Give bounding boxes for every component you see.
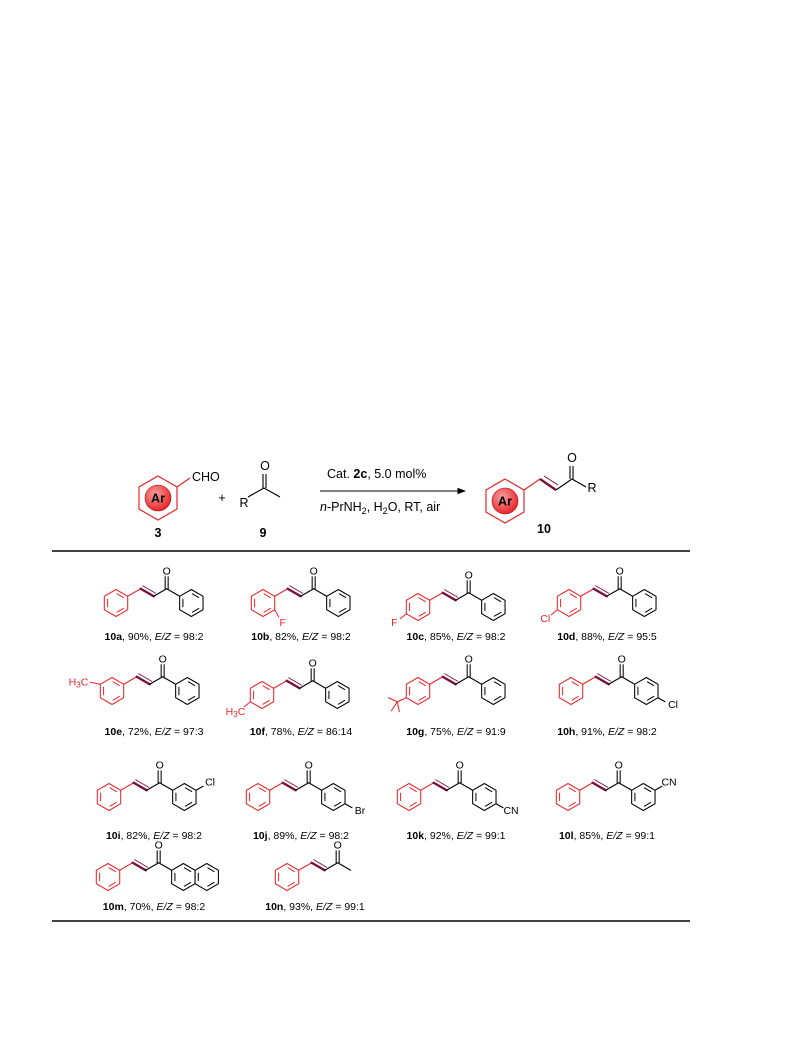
compound-caption: 10m, 70%, E/Z = 98:2 [103,901,206,913]
plus-sign: + [218,491,225,505]
ketone-r-label: R [239,496,248,510]
product-r-label: R [587,481,596,495]
reaction-arrow: Cat. 2c, 5.0 mol% n-PrNH2, H2O, RT, air [320,467,467,516]
product-ar-label: Ar [498,495,512,509]
compound-caption: 10h, 91%, E/Z = 98:2 [557,726,657,738]
product-oxygen-label: O [567,451,577,465]
compound-10j: O Br 10j, 89%, E/Z = 98:2 [245,759,366,842]
aldehyde-group-label: CHO [192,470,220,484]
compound-caption: 10a, 90%, E/Z = 98:2 [105,631,204,643]
reactant-aldehyde: Ar CHO 3 [138,470,220,540]
compound-caption: 10g, 75%, E/Z = 91:9 [406,726,506,738]
conditions-below: n-PrNH2, H2O, RT, air [320,500,440,516]
compound-10g: O 10g, 75%, E/Z = 91:9 [387,653,506,738]
carbonyl-oxygen-label: O [618,653,626,665]
product-enone: Ar O R 10 [485,451,597,536]
compound-10a: O 10a, 90%, E/Z = 98:2 [103,565,204,643]
carbonyl-oxygen-label: O [163,565,171,577]
reactant-ketone: O R 9 [239,459,281,540]
compound-caption: 10b, 82%, E/Z = 98:2 [251,631,351,643]
substituent-label: Cl [668,699,678,711]
compound-10f: O H3C 10f, 78%, E/Z = 86:14 [226,657,353,738]
compound-caption: 10i, 82%, E/Z = 98:2 [106,830,202,842]
compound-10h: O Cl 10h, 91%, E/Z = 98:2 [557,653,678,738]
carbonyl-oxygen-label: O [309,657,317,669]
ar-ring-label: Ar [151,492,165,506]
carbonyl-oxygen-label: O [156,759,164,771]
ketone-oxygen-label: O [260,459,270,473]
compound-10d: O Cl 10d, 88%, E/Z = 95:5 [540,565,657,643]
substituent-label: Br [355,805,366,817]
compound-10e: O H3C 10e, 72%, E/Z = 97:3 [69,653,204,738]
compound-caption: 10n, 93%, E/Z = 99:1 [265,901,365,913]
carbonyl-oxygen-label: O [334,839,342,851]
reactant2-number: 9 [260,526,267,540]
reactant1-number: 3 [155,526,162,540]
substituent-label: F [279,617,285,629]
substituent-label: Cl [205,776,215,788]
carbonyl-oxygen-label: O [465,653,473,665]
carbonyl-oxygen-label: O [615,759,623,771]
compound-10m: O 10m, 70%, E/Z = 98:2 [95,839,219,913]
compound-caption: 10j, 89%, E/Z = 98:2 [253,830,349,842]
compound-10c: O F 10c, 85%, E/Z = 98:2 [391,569,506,643]
carbonyl-oxygen-label: O [465,569,473,581]
carbonyl-oxygen-label: O [310,565,318,577]
compound-caption: 10k, 92%, E/Z = 99:1 [407,830,506,842]
carbonyl-oxygen-label: O [616,565,624,577]
substituent-label: Cl [540,613,550,625]
carbonyl-oxygen-label: O [155,839,163,851]
product-number: 10 [537,522,551,536]
carbonyl-oxygen-label: O [159,653,167,665]
compound-10i: O Cl 10i, 82%, E/Z = 98:2 [96,759,215,842]
substituent-label: CN [503,805,518,817]
compound-caption: 10l, 85%, E/Z = 99:1 [559,830,655,842]
compound-10n: O 10n, 93%, E/Z = 99:1 [265,839,365,913]
compound-caption: 10c, 85%, E/Z = 98:2 [407,631,506,643]
substituent-label: H3C [69,676,89,689]
substituent-label: F [391,617,397,629]
compound-caption: 10d, 88%, E/Z = 95:5 [557,631,657,643]
compound-10b: O F 10b, 82%, E/Z = 98:2 [250,565,351,643]
substituent-label: CN [661,776,676,788]
substituent-label: H3C [226,706,246,719]
carbonyl-oxygen-label: O [456,759,464,771]
compound-caption: 10f, 78%, E/Z = 86:14 [250,726,353,738]
compound-caption: 10e, 72%, E/Z = 97:3 [105,726,204,738]
conditions-above: Cat. 2c, 5.0 mol% [327,467,426,481]
compound-10l: O CN 10l, 85%, E/Z = 99:1 [555,759,677,842]
carbonyl-oxygen-label: O [305,759,313,771]
compound-10k: O CN 10k, 92%, E/Z = 99:1 [396,759,519,842]
